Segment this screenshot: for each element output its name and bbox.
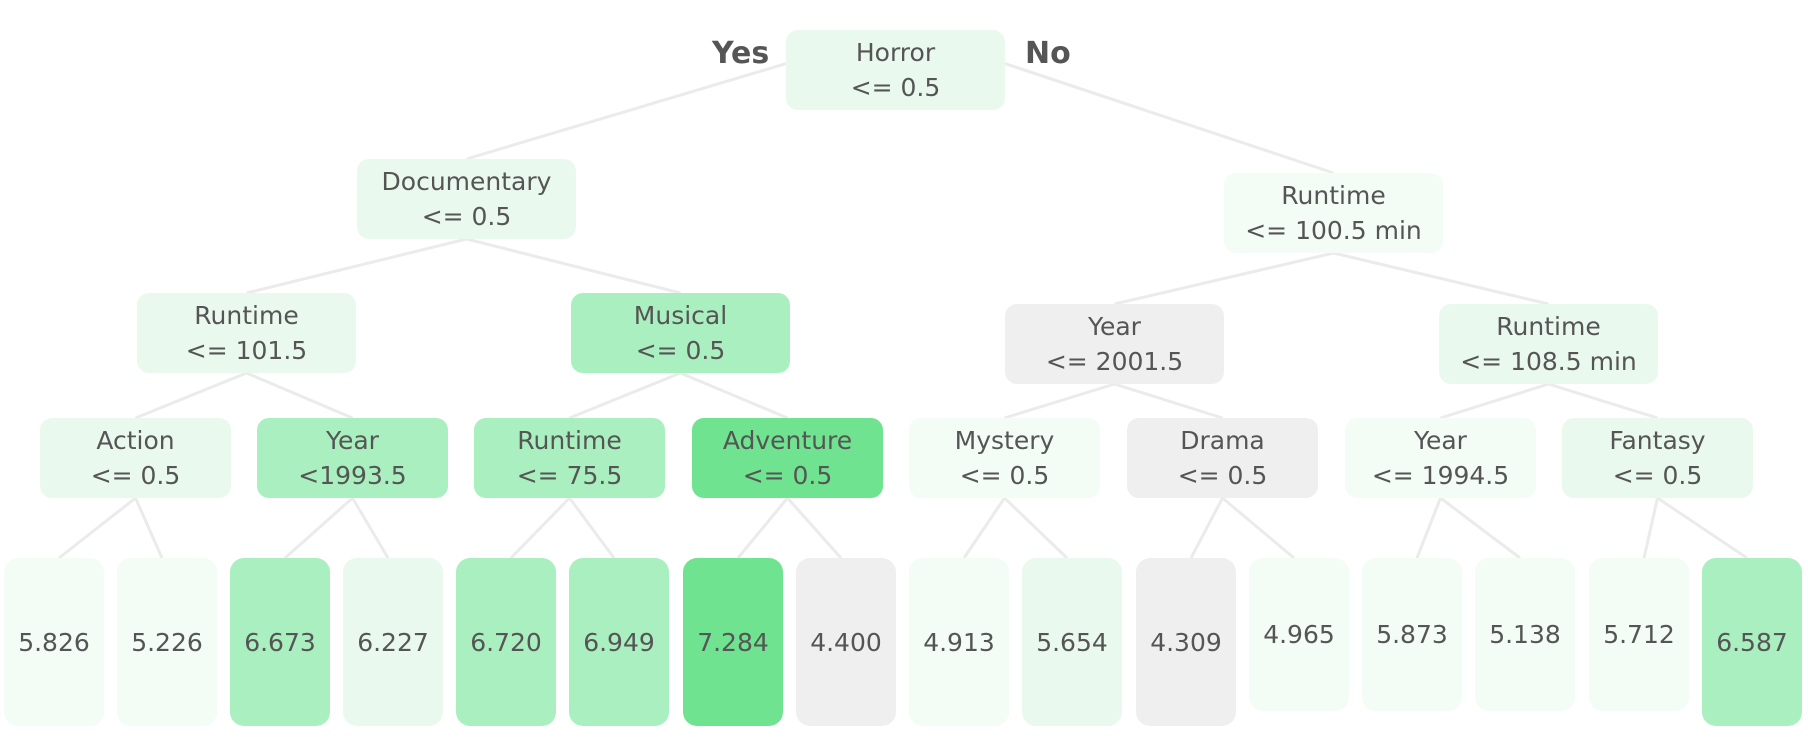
tree-edge (1189, 497, 1224, 559)
leaf-value: 4.309 (1136, 558, 1236, 726)
node-condition: <= 101.5 (185, 336, 308, 365)
node-year-2001-5[interactable]: Year <= 2001.5 (1005, 304, 1224, 384)
node-condition: <= 0.5 (1177, 461, 1268, 490)
tree-edge (1114, 382, 1223, 420)
node-feature: Musical (633, 301, 728, 330)
node-feature: Action (96, 426, 175, 455)
node-feature: Drama (1180, 426, 1265, 455)
leaf-value: 7.284 (683, 558, 783, 726)
node-condition: <1993.5 (298, 461, 407, 490)
node-runtime-101-5[interactable]: Runtime <= 101.5 (137, 293, 356, 373)
node-year-1994-5[interactable]: Year <= 1994.5 (1345, 418, 1536, 498)
yes-branch-label: Yes (712, 36, 770, 71)
tree-edge (1003, 496, 1069, 560)
leaf-value: 4.400 (796, 558, 896, 726)
node-fantasy[interactable]: Fantasy <= 0.5 (1562, 418, 1753, 498)
node-drama[interactable]: Drama <= 0.5 (1127, 418, 1318, 498)
tree-edge (786, 497, 843, 559)
node-condition: <= 75.5 (516, 461, 623, 490)
leaf-value: 4.913 (909, 558, 1009, 726)
leaf-value: 6.227 (343, 558, 443, 726)
tree-edge (1656, 496, 1748, 560)
leaf-value: 4.965 (1249, 558, 1349, 711)
leaf-value: 5.226 (117, 558, 217, 726)
tree-edge (1114, 251, 1334, 306)
tree-edge (736, 497, 789, 559)
tree-edge (246, 237, 467, 295)
tree-edge (509, 496, 571, 560)
node-condition: <= 2001.5 (1045, 347, 1184, 376)
node-feature: Adventure (722, 426, 853, 455)
tree-edge (1004, 62, 1334, 175)
node-feature: Runtime (194, 301, 299, 330)
tree-edge (1004, 382, 1115, 420)
node-runtime-100-5[interactable]: Runtime <= 100.5 min (1224, 173, 1443, 253)
node-condition: <= 0.5 (850, 73, 941, 102)
node-runtime-108-5[interactable]: Runtime <= 108.5 min (1439, 304, 1658, 384)
leaf-value: 6.673 (230, 558, 330, 726)
node-action[interactable]: Action <= 0.5 (40, 418, 231, 498)
node-condition: <= 1994.5 (1371, 461, 1510, 490)
node-runtime-75-5[interactable]: Runtime <= 75.5 (474, 418, 665, 498)
node-horror[interactable]: Horror <= 0.5 (786, 30, 1005, 110)
leaf-value: 6.720 (456, 558, 556, 726)
node-feature: Horror (855, 38, 936, 67)
leaf-value: 5.712 (1589, 558, 1689, 711)
tree-edge (1548, 382, 1658, 420)
tree-edge (134, 371, 248, 420)
tree-edge (466, 62, 787, 161)
leaf-value: 6.587 (1702, 558, 1802, 726)
leaf-value: 5.138 (1475, 558, 1575, 711)
node-adventure[interactable]: Adventure <= 0.5 (692, 418, 883, 498)
leaf-value: 5.654 (1022, 558, 1122, 726)
tree-edge (134, 497, 164, 559)
node-feature: Runtime (517, 426, 622, 455)
leaf-value: 6.949 (569, 558, 669, 726)
tree-edge (466, 237, 681, 295)
node-feature: Fantasy (1609, 426, 1706, 455)
node-year-1993-5[interactable]: Year <1993.5 (257, 418, 448, 498)
node-feature: Runtime (1496, 312, 1601, 341)
node-condition: <= 100.5 min (1245, 216, 1422, 245)
tree-edge (58, 496, 137, 560)
tree-edge (679, 371, 789, 420)
node-feature: Documentary (381, 167, 552, 196)
node-condition: <= 0.5 (635, 336, 726, 365)
tree-edge (284, 496, 354, 560)
tree-edge (568, 497, 616, 559)
node-documentary[interactable]: Documentary <= 0.5 (357, 159, 576, 239)
node-feature: Year (1088, 312, 1141, 341)
node-feature: Year (1414, 426, 1467, 455)
tree-edge (1440, 382, 1549, 420)
tree-edge (568, 371, 682, 420)
leaf-value: 5.826 (4, 558, 104, 726)
node-condition: <= 0.5 (421, 202, 512, 231)
tree-edge (1642, 497, 1659, 559)
node-feature: Year (326, 426, 379, 455)
node-condition: <= 0.5 (90, 461, 181, 490)
node-musical[interactable]: Musical <= 0.5 (571, 293, 790, 373)
leaf-value: 5.873 (1362, 558, 1462, 711)
tree-edge (1221, 496, 1295, 560)
node-feature: Mystery (954, 426, 1055, 455)
tree-edge (1439, 496, 1521, 560)
tree-edge (1333, 251, 1549, 306)
node-feature: Runtime (1281, 181, 1386, 210)
node-condition: <= 0.5 (1612, 461, 1703, 490)
tree-edge (962, 497, 1006, 559)
no-branch-label: No (1025, 36, 1071, 71)
node-mystery[interactable]: Mystery <= 0.5 (909, 418, 1100, 498)
node-condition: <= 0.5 (742, 461, 833, 490)
node-condition: <= 108.5 min (1460, 347, 1637, 376)
tree-edge (1415, 497, 1442, 559)
tree-edge (245, 371, 354, 420)
tree-edge (351, 497, 390, 559)
node-condition: <= 0.5 (959, 461, 1050, 490)
